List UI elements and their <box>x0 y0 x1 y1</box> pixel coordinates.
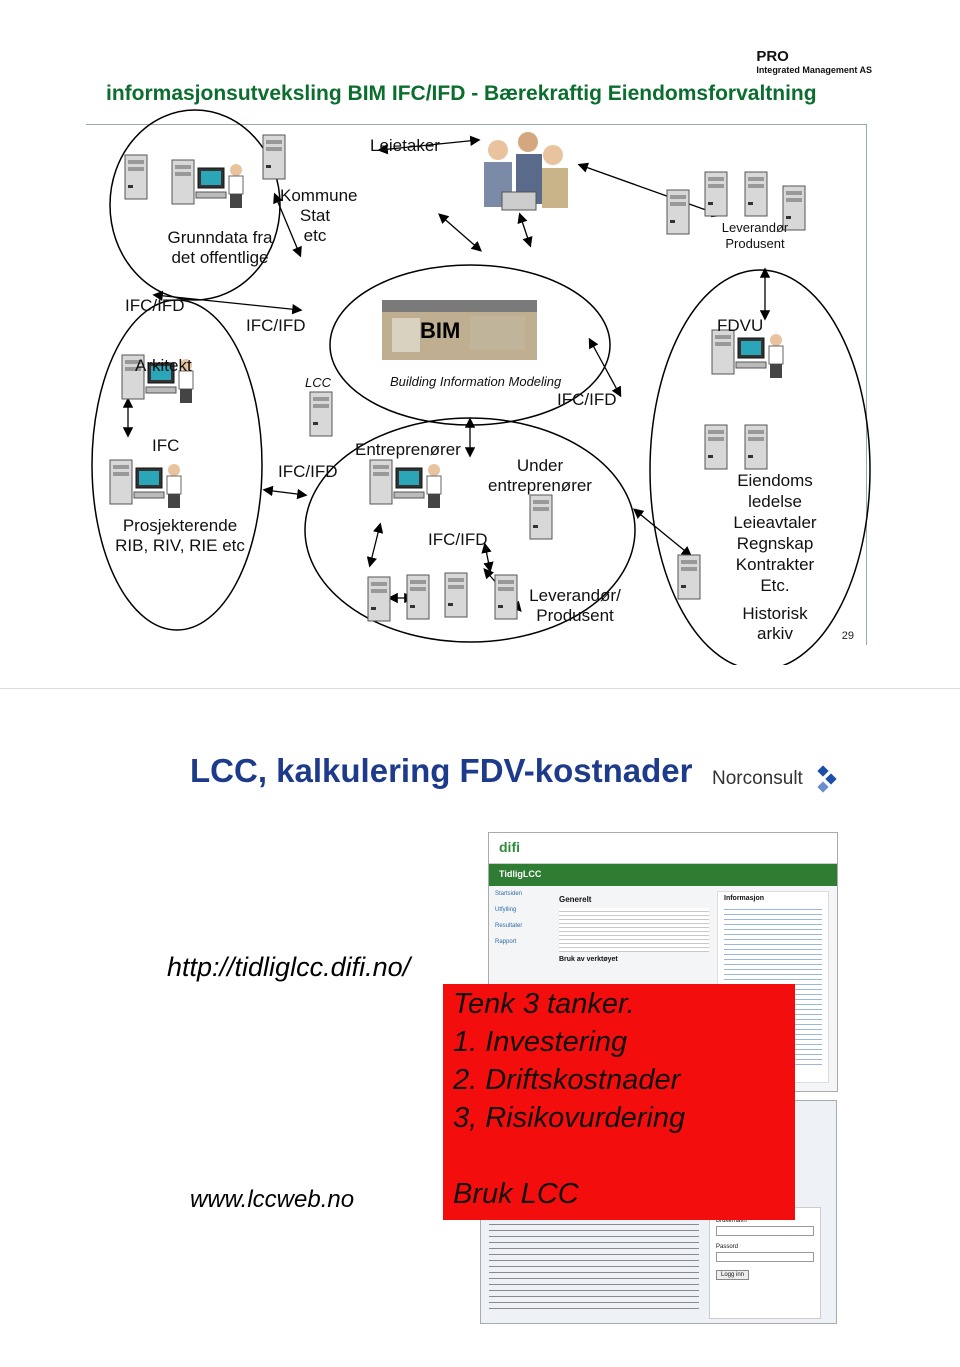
red-line-4: 3, Risikovurdering <box>453 1102 686 1134</box>
label-arkitekt: Arkitekt <box>135 356 192 375</box>
norconsult-logo-text: Norconsult <box>712 768 803 790</box>
difi-tool-heading: Bruk av verktøyet <box>559 956 618 963</box>
page-number: 29 <box>841 630 854 642</box>
label-ifc-ifd-2: IFC/IFD <box>246 316 306 335</box>
difi-info-heading: Informasjon <box>724 895 765 902</box>
slide-title: informasjonsutveksling BIM IFC/IFD - Bær… <box>106 82 817 105</box>
difi-nav-bar: TidligLCC <box>489 864 837 886</box>
norconsult-logo: Norconsult <box>712 765 840 793</box>
norconsult-diamond-icon <box>817 765 837 793</box>
label-ifc: IFC <box>152 436 180 455</box>
difi-app-name: TidligLCC <box>499 869 542 879</box>
lccweb-login-button[interactable]: Logg inn <box>716 1270 750 1280</box>
slide-frame <box>86 124 867 645</box>
pro-logo: PRO Integrated Management AS <box>756 48 872 75</box>
slide-separator <box>0 688 960 689</box>
difi-header: difi <box>489 833 837 864</box>
red-line-1: Tenk 3 tanker. <box>453 988 635 1020</box>
slide-bim-information-exchange: informasjonsutveksling BIM IFC/IFD - Bær… <box>0 0 960 665</box>
slide2-title: LCC, kalkulering FDV-kostnader <box>190 752 693 789</box>
bim-image: BIM <box>382 300 537 360</box>
svg-text:BIM: BIM <box>420 318 460 343</box>
difi-sidebar-item-2[interactable]: Resultater <box>495 923 523 929</box>
pro-logo-line1: PRO <box>756 48 789 65</box>
tidliglcc-url[interactable]: http://tidliglcc.difi.no/ <box>167 952 411 982</box>
label-ifc-ifd-4: IFC/IFD <box>278 462 338 481</box>
red-line-2: 1. Investering <box>453 1026 628 1058</box>
difi-sidebar-item-1[interactable]: Utfylling <box>495 907 517 913</box>
lccweb-username-input[interactable] <box>716 1226 814 1236</box>
label-leietaker: Leietaker <box>370 136 440 155</box>
label-ifc-ifd-5: IFC/IFD <box>428 530 488 549</box>
difi-body-text <box>559 908 709 952</box>
lccweb-password-input[interactable] <box>716 1252 814 1262</box>
lccweb-password-label: Passord <box>716 1244 739 1250</box>
pro-logo-line2: Integrated Management AS <box>756 65 872 75</box>
bim-network-diagram: BIM <box>91 109 871 665</box>
red-line-3: 2. Driftskostnader <box>453 1064 681 1096</box>
label-ifc-ifd-3: IFC/IFD <box>557 390 617 409</box>
difi-main: Generelt Bruk av verktøyet <box>559 895 709 963</box>
people-group-illustration <box>484 132 568 211</box>
red-callout-box: Tenk 3 tanker. 1. Investering 2. Driftsk… <box>443 984 795 1220</box>
difi-section-heading: Generelt <box>559 895 592 904</box>
lccweb-url[interactable]: www.lccweb.no <box>190 1186 355 1213</box>
label-fdvu: FDVU <box>717 316 764 335</box>
lccweb-login-box: Brukernavn Passord Logg inn <box>709 1207 821 1319</box>
label-entreprenorer: Entreprenører <box>355 440 461 459</box>
red-action: Bruk LCC <box>453 1178 579 1210</box>
lccweb-body-text <box>489 1219 699 1309</box>
difi-sidebar: Startsiden Utfylling Resultater Rapport <box>495 891 555 945</box>
label-lcc: LCC <box>305 375 332 390</box>
label-ifc-ifd-1: IFC/IFD <box>125 296 185 315</box>
difi-brand: difi <box>499 839 520 855</box>
label-leverandor-bottom: Leverandør/Produsent <box>529 586 621 625</box>
label-bim-caption: Building Information Modeling <box>390 374 562 389</box>
difi-sidebar-item-0[interactable]: Startsiden <box>495 891 523 897</box>
difi-sidebar-item-3[interactable]: Rapport <box>495 939 517 945</box>
lccweb-username-label: Brukernavn <box>716 1218 747 1224</box>
grunndata-ellipse <box>109 109 281 301</box>
